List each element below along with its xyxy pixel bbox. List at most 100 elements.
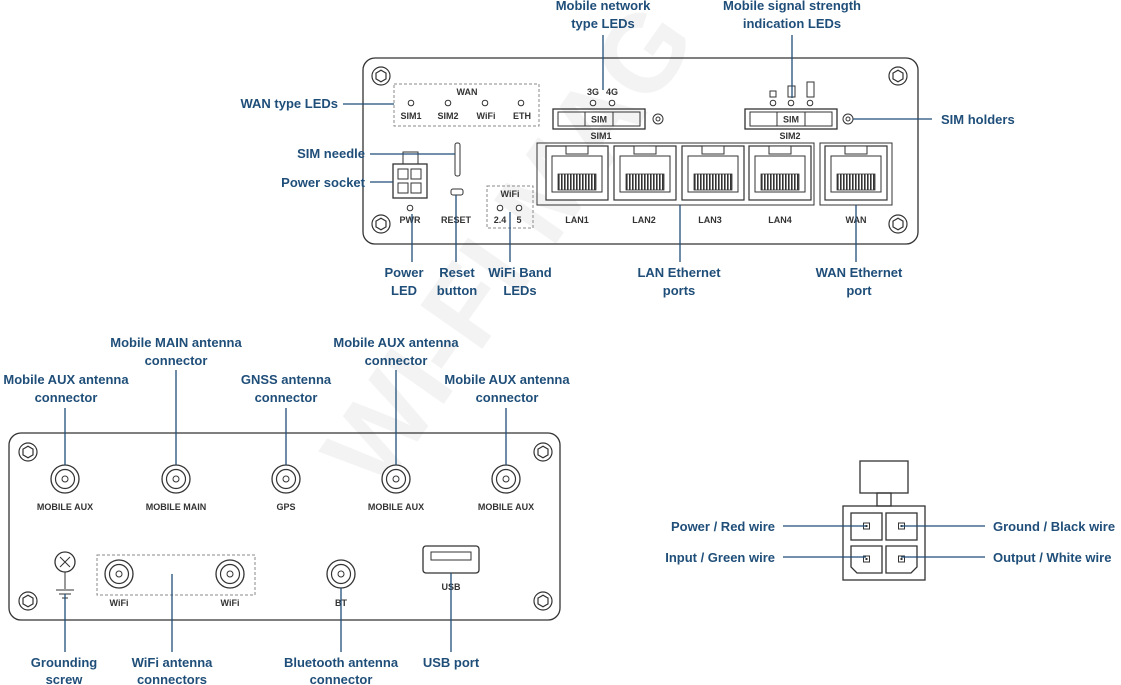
label-wan-port-line2: port [846,283,872,298]
label-power-socket: Power socket [281,175,365,190]
power-led-icon [406,204,414,212]
wan-ethernet-port [824,145,888,201]
label-usb-port: USB port [423,655,480,670]
signal-led-icon [769,99,777,107]
label-reset-button-line2: button [437,283,477,298]
label-grounding-screw: Grounding [31,655,97,670]
signal-led-icon [787,99,795,107]
usb-port [422,545,480,574]
wifi-band-5-label: 5 [516,215,521,225]
label-aux-antenna-mid: Mobile AUX antenna [333,335,459,350]
label-bt-antenna-line2: connector [310,672,373,685]
lan-port-group [536,142,815,206]
panel-screw-icon [533,591,553,611]
label-wan-port: WAN Ethernet [816,265,903,280]
panel-screw-icon [371,66,391,86]
label-mobile-network-type: Mobile network [556,0,651,13]
lan3-label: LAN3 [698,215,722,225]
label-mobile-network-type-line2: type LEDs [571,16,635,31]
leader-lines [64,35,985,652]
label-aux-antenna-right-line2: connector [476,390,539,405]
aux3-label: MOBILE AUX [478,502,534,512]
power-socket [392,151,428,199]
aux1-label: MOBILE AUX [37,502,93,512]
label-lan-ports: LAN Ethernet [637,265,721,280]
panel-screw-icon [18,591,38,611]
label-aux-antenna-right: Mobile AUX antenna [444,372,570,387]
label-lan-ports-line2: ports [663,283,696,298]
wifi1-label: WiFi [110,598,129,608]
wan-led-icon [444,99,452,107]
label-wifi-band-leds-line2: LEDs [503,283,536,298]
panel-screw-icon [888,66,908,86]
signal-bar-high-icon [806,81,815,98]
network-led-icon [608,99,616,107]
lan1-port [545,145,609,201]
lan3-port [681,145,745,201]
wan-led-group [393,83,540,127]
sim-holder-2-label: SIM2 [779,131,800,141]
pwr-label: PWR [400,215,421,225]
panel-screw-icon [371,214,391,234]
lan4-label: LAN4 [768,215,792,225]
wifi-band-title: WiFi [501,189,520,199]
label-wifi-antennas-line2: connectors [137,672,207,685]
net-4g-label: 4G [606,87,618,97]
lan1-label: LAN1 [565,215,589,225]
callout-labels: Mobile network type LEDs Mobile signal s… [3,0,1115,685]
sim-holder-2: SIM [744,108,838,130]
label-gnss-antenna-line2: connector [255,390,318,405]
label-sim-holders: SIM holders [941,112,1015,127]
wifi-antenna-icon [104,559,134,589]
mobile-aux-antenna-icon [491,464,521,494]
main-label: MOBILE MAIN [146,502,207,512]
label-sim-needle: SIM needle [297,146,365,161]
lan4-port [748,145,812,201]
sim-eject-icon [842,113,854,125]
wan-led-icon [481,99,489,107]
panel-screw-icon [888,214,908,234]
power-connector-pinout [842,460,926,581]
signal-led-icon [806,99,814,107]
panel-screw-icon [18,442,38,462]
sim-eject-icon [652,113,664,125]
reset-button [450,188,464,196]
label-aux-antenna-mid-line2: connector [365,353,428,368]
label-bt-antenna: Bluetooth antenna [284,655,399,670]
label-signal-strength: Mobile signal strength [723,0,861,13]
label-grounding-screw-line2: screw [46,672,84,685]
mobile-main-antenna-icon [161,464,191,494]
gps-antenna-icon [271,464,301,494]
label-aux-antenna-left-line2: connector [35,390,98,405]
gps-label: GPS [276,502,295,512]
wan-led-icon [407,99,415,107]
label-ground-black-wire: Ground / Black wire [993,519,1115,534]
label-signal-strength-line2: indication LEDs [743,16,841,31]
label-aux-antenna-left: Mobile AUX antenna [3,372,129,387]
sim-holder-1: SIM [552,108,646,130]
label-gnss-antenna: GNSS antenna [241,372,332,387]
signal-bar-low-icon [769,90,777,98]
grounding-screw-icon [54,551,76,599]
back-panel: MOBILE AUX MOBILE MAIN GPS MOBILE AUX MO… [8,432,561,621]
label-wan-type-leds: WAN type LEDs [240,96,338,111]
sim-slot-1-label: SIM [591,115,607,125]
sim-holder-1-label: SIM1 [590,131,611,141]
wifi-band-led-icon [496,204,504,212]
mobile-aux-antenna-icon [50,464,80,494]
wifi-antenna-icon [215,559,245,589]
label-power-led: Power [384,265,423,280]
wifi2-label: WiFi [221,598,240,608]
wan-led-wifi-label: WiFi [477,111,496,121]
panel-screw-icon [533,442,553,462]
wifi-antenna-group [96,554,256,596]
lan2-port [613,145,677,201]
aux2-label: MOBILE AUX [368,502,424,512]
wan-led-eth-label: ETH [513,111,531,121]
lan2-label: LAN2 [632,215,656,225]
wan-group-label: WAN [457,87,478,97]
label-main-antenna-line2: connector [145,353,208,368]
sim-needle [454,142,461,177]
label-output-white-wire: Output / White wire [993,550,1111,565]
